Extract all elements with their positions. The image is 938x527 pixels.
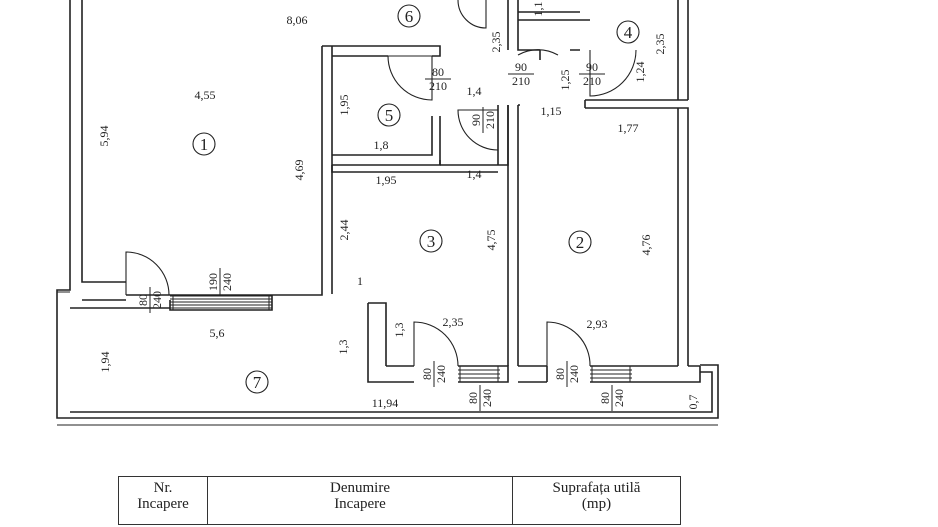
dim-r7-end: 0,7	[686, 395, 700, 410]
legend-header-name: Denumire Incapere	[207, 476, 513, 525]
svg-text:90: 90	[515, 60, 527, 74]
room-marker-1	[192, 132, 216, 156]
svg-text:240: 240	[480, 389, 494, 407]
svg-text:90: 90	[469, 114, 483, 126]
room-marker-4	[616, 20, 640, 44]
room-marker-5	[377, 103, 401, 127]
dim-r6-small: 1,1	[531, 2, 545, 17]
dim-r4-bottom-left: 1,15	[541, 104, 562, 118]
dim-r1-height: 5,94	[97, 126, 111, 147]
room-legend-table: Nr. Incapere Denumire Incapere Suprafața…	[118, 476, 681, 525]
opening-labels: 80 240 190 240 80 210 90 210 90 210 90 2…	[136, 60, 626, 411]
room-numbers: 1 2 3 4 5 6 7	[192, 4, 640, 394]
opening-90-210-a: 90 210	[508, 60, 534, 88]
room-number-6: 6	[405, 7, 414, 26]
room-marker-3	[419, 229, 443, 253]
dim-r2-height: 4,76	[639, 235, 653, 256]
dim-r2-bottom: 2,93	[587, 317, 608, 331]
dim-r7-step: 1,3	[336, 340, 350, 355]
room-number-7: 7	[253, 373, 262, 392]
legend-header-nr-line2: Incapere	[137, 496, 189, 512]
legend-header-area-line2: (mp)	[581, 496, 612, 512]
room-number-4: 4	[624, 23, 633, 42]
svg-text:80: 80	[466, 392, 480, 404]
dim-r3-step: 1	[357, 274, 363, 288]
svg-text:210: 210	[483, 111, 497, 129]
svg-text:90: 90	[586, 60, 598, 74]
legend-header-nr: Nr. Incapere	[118, 476, 208, 525]
svg-text:210: 210	[429, 79, 447, 93]
opening-80-240-r2-window: 80 240	[598, 385, 626, 411]
legend-header-row: Nr. Incapere Denumire Incapere Suprafața…	[118, 476, 681, 525]
opening-80-240-r2: 80 240	[553, 361, 581, 387]
dim-r3-lower: 1,3	[392, 323, 406, 338]
legend-header-name-line2: Incapere	[334, 496, 386, 512]
dim-r1-width: 4,55	[195, 88, 216, 102]
svg-text:80: 80	[432, 65, 444, 79]
dim-r7-total: 11,94	[372, 396, 399, 410]
svg-text:80: 80	[420, 368, 434, 380]
dim-r3-left: 2,44	[337, 220, 351, 241]
floor-plan: 1 2 3 4 5 6 7 8,06 4,55 5,94 4,69 2,35 1…	[56, 0, 719, 426]
opening-80-240-window: 80 240	[466, 385, 494, 411]
dim-r4-inner: 1,24	[633, 62, 647, 83]
room-marker-2	[568, 230, 592, 254]
opening-190-240: 190 240	[206, 268, 234, 296]
dim-r4-door: 1,25	[558, 70, 572, 91]
dim-r5-height: 1,95	[337, 95, 351, 116]
dim-hall-bottom: 1,4	[467, 167, 482, 181]
opening-90-210-hall: 90 210	[469, 107, 497, 133]
opening-90-210-b: 90 210	[579, 60, 605, 88]
room-marker-7	[245, 370, 269, 394]
legend-header-nr-line1: Nr.	[153, 480, 173, 496]
room-marker-6	[397, 4, 421, 28]
opening-80-240-r3: 80 240	[420, 361, 448, 387]
dimension-labels: 8,06 4,55 5,94 4,69 2,35 1,1 2,35 1,24 1…	[97, 2, 700, 411]
svg-text:210: 210	[512, 74, 530, 88]
windows	[170, 295, 632, 382]
dim-r3-right: 4,75	[484, 230, 498, 251]
dim-r5-width: 1,8	[374, 138, 389, 152]
dim-r3-top: 1,95	[376, 173, 397, 187]
dim-r4-height: 2,35	[653, 34, 667, 55]
room-number-2: 2	[576, 233, 585, 252]
svg-text:80: 80	[553, 368, 567, 380]
svg-text:240: 240	[434, 365, 448, 383]
svg-text:240: 240	[612, 389, 626, 407]
opening-80-210-r5: 80 210	[425, 65, 451, 93]
svg-text:240: 240	[150, 291, 164, 309]
legend-header-area-line1: Suprafața utilă	[552, 480, 641, 496]
opening-80-240-a: 80 240	[136, 287, 164, 313]
dim-hall-top: 1,4	[467, 84, 482, 98]
svg-text:190: 190	[206, 273, 220, 291]
room-number-1: 1	[200, 135, 209, 154]
doors	[125, 0, 637, 367]
dim-r4-bottom-right: 1,77	[618, 121, 639, 135]
dim-r7-height: 1,94	[98, 352, 112, 373]
svg-text:240: 240	[567, 365, 581, 383]
svg-text:80: 80	[598, 392, 612, 404]
room-number-5: 5	[385, 106, 394, 125]
legend-header-name-line1: Denumire	[330, 480, 390, 496]
dim-r7-width: 5,6	[210, 326, 225, 340]
walls	[56, 0, 719, 426]
dim-r1-right: 4,69	[292, 160, 306, 181]
svg-text:240: 240	[220, 273, 234, 291]
svg-text:210: 210	[583, 74, 601, 88]
legend-header-area: Suprafața utilă (mp)	[512, 476, 681, 525]
dim-r3-bottom: 2,35	[443, 315, 464, 329]
dim-top: 8,06	[287, 13, 308, 27]
svg-text:80: 80	[136, 294, 150, 306]
dim-r6-height: 2,35	[489, 32, 503, 53]
room-number-3: 3	[427, 232, 436, 251]
